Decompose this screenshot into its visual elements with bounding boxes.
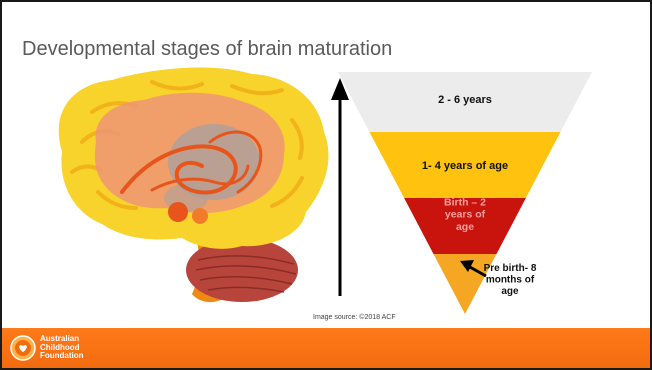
pyramid-level-3-label: Birth – 2 (444, 197, 486, 209)
pyramid-level-3-label: years of (445, 209, 486, 221)
pyramid-level-3-label: age (456, 221, 474, 233)
org-line-3: Foundation (40, 352, 84, 361)
image-source: Image source: ©2018 ACF (313, 314, 396, 321)
pyramid-level-4-label: age (501, 286, 519, 297)
footer-bar: Australian Childhood Foundation (2, 328, 650, 368)
heart-logo-icon (9, 334, 37, 362)
pyramid-level-4-label: months of (486, 275, 535, 286)
pyramid-level-1-label: 2 - 6 years (438, 94, 492, 106)
pyramid-level-2-label: 1- 4 years of age (422, 160, 508, 172)
pyramid-level-4-label: Pre birth- 8 (484, 263, 537, 274)
organization-name: Australian Childhood Foundation (40, 335, 84, 361)
